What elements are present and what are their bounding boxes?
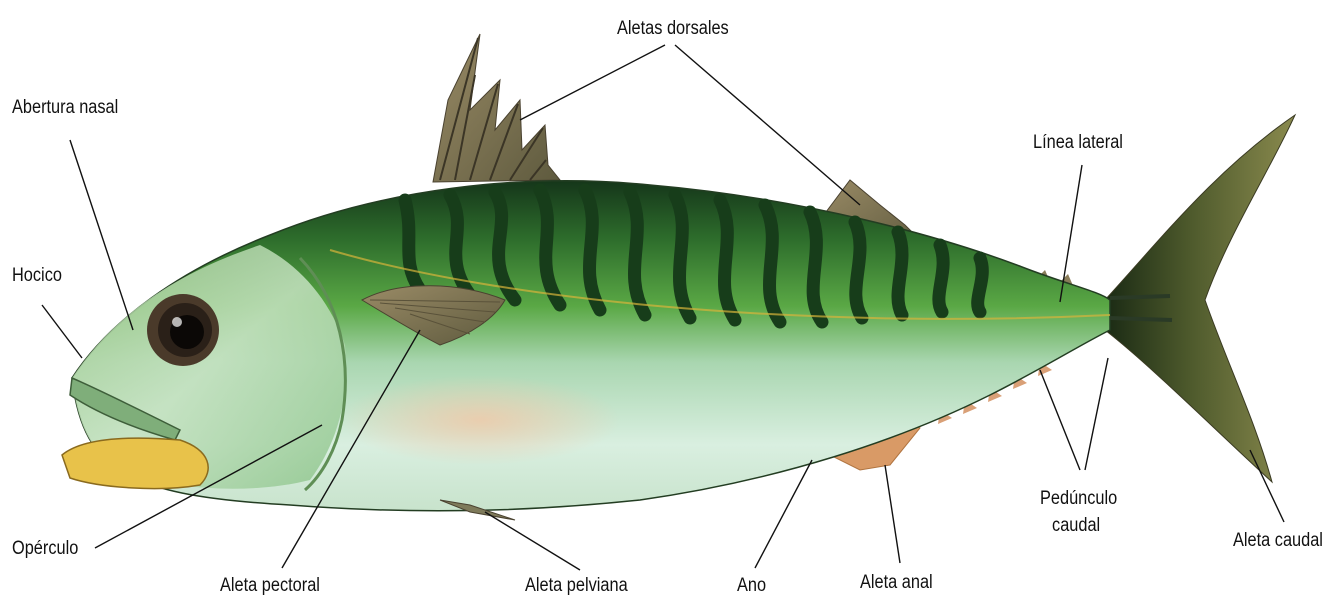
label-aleta-anal: Aleta anal [860, 572, 933, 594]
lower-jaw-lip [62, 438, 208, 488]
label-ano: Ano [737, 575, 766, 597]
label-linea-lateral: Línea lateral [1033, 132, 1123, 154]
label-pedunculo-line1: Pedúnculo [1040, 488, 1117, 510]
leader-aletas-dorsales-2 [675, 45, 860, 205]
label-pedunculo-line2: caudal [1040, 515, 1117, 537]
label-aleta-pectoral: Aleta pectoral [220, 575, 320, 597]
leader-aleta-pelviana [485, 512, 580, 570]
label-aleta-caudal: Aleta caudal [1233, 530, 1323, 552]
leader-aleta-anal [885, 465, 900, 563]
leader-pedunculo-2 [1085, 358, 1108, 470]
label-aletas-dorsales: Aletas dorsales [617, 18, 729, 40]
first-dorsal-fin [433, 34, 560, 182]
label-hocico: Hocico [12, 265, 62, 287]
label-aleta-pelviana: Aleta pelviana [525, 575, 628, 597]
leader-hocico [42, 305, 82, 358]
leader-abertura-nasal [70, 140, 133, 330]
label-operculo: Opérculo [12, 538, 78, 560]
label-pedunculo: Pedúnculo caudal [1040, 488, 1117, 537]
eye [147, 294, 219, 366]
leader-pedunculo-1 [1040, 370, 1080, 470]
leader-aleta-caudal [1250, 450, 1284, 522]
label-abertura-nasal: Abertura nasal [12, 97, 118, 119]
leader-aletas-dorsales-1 [520, 45, 665, 120]
